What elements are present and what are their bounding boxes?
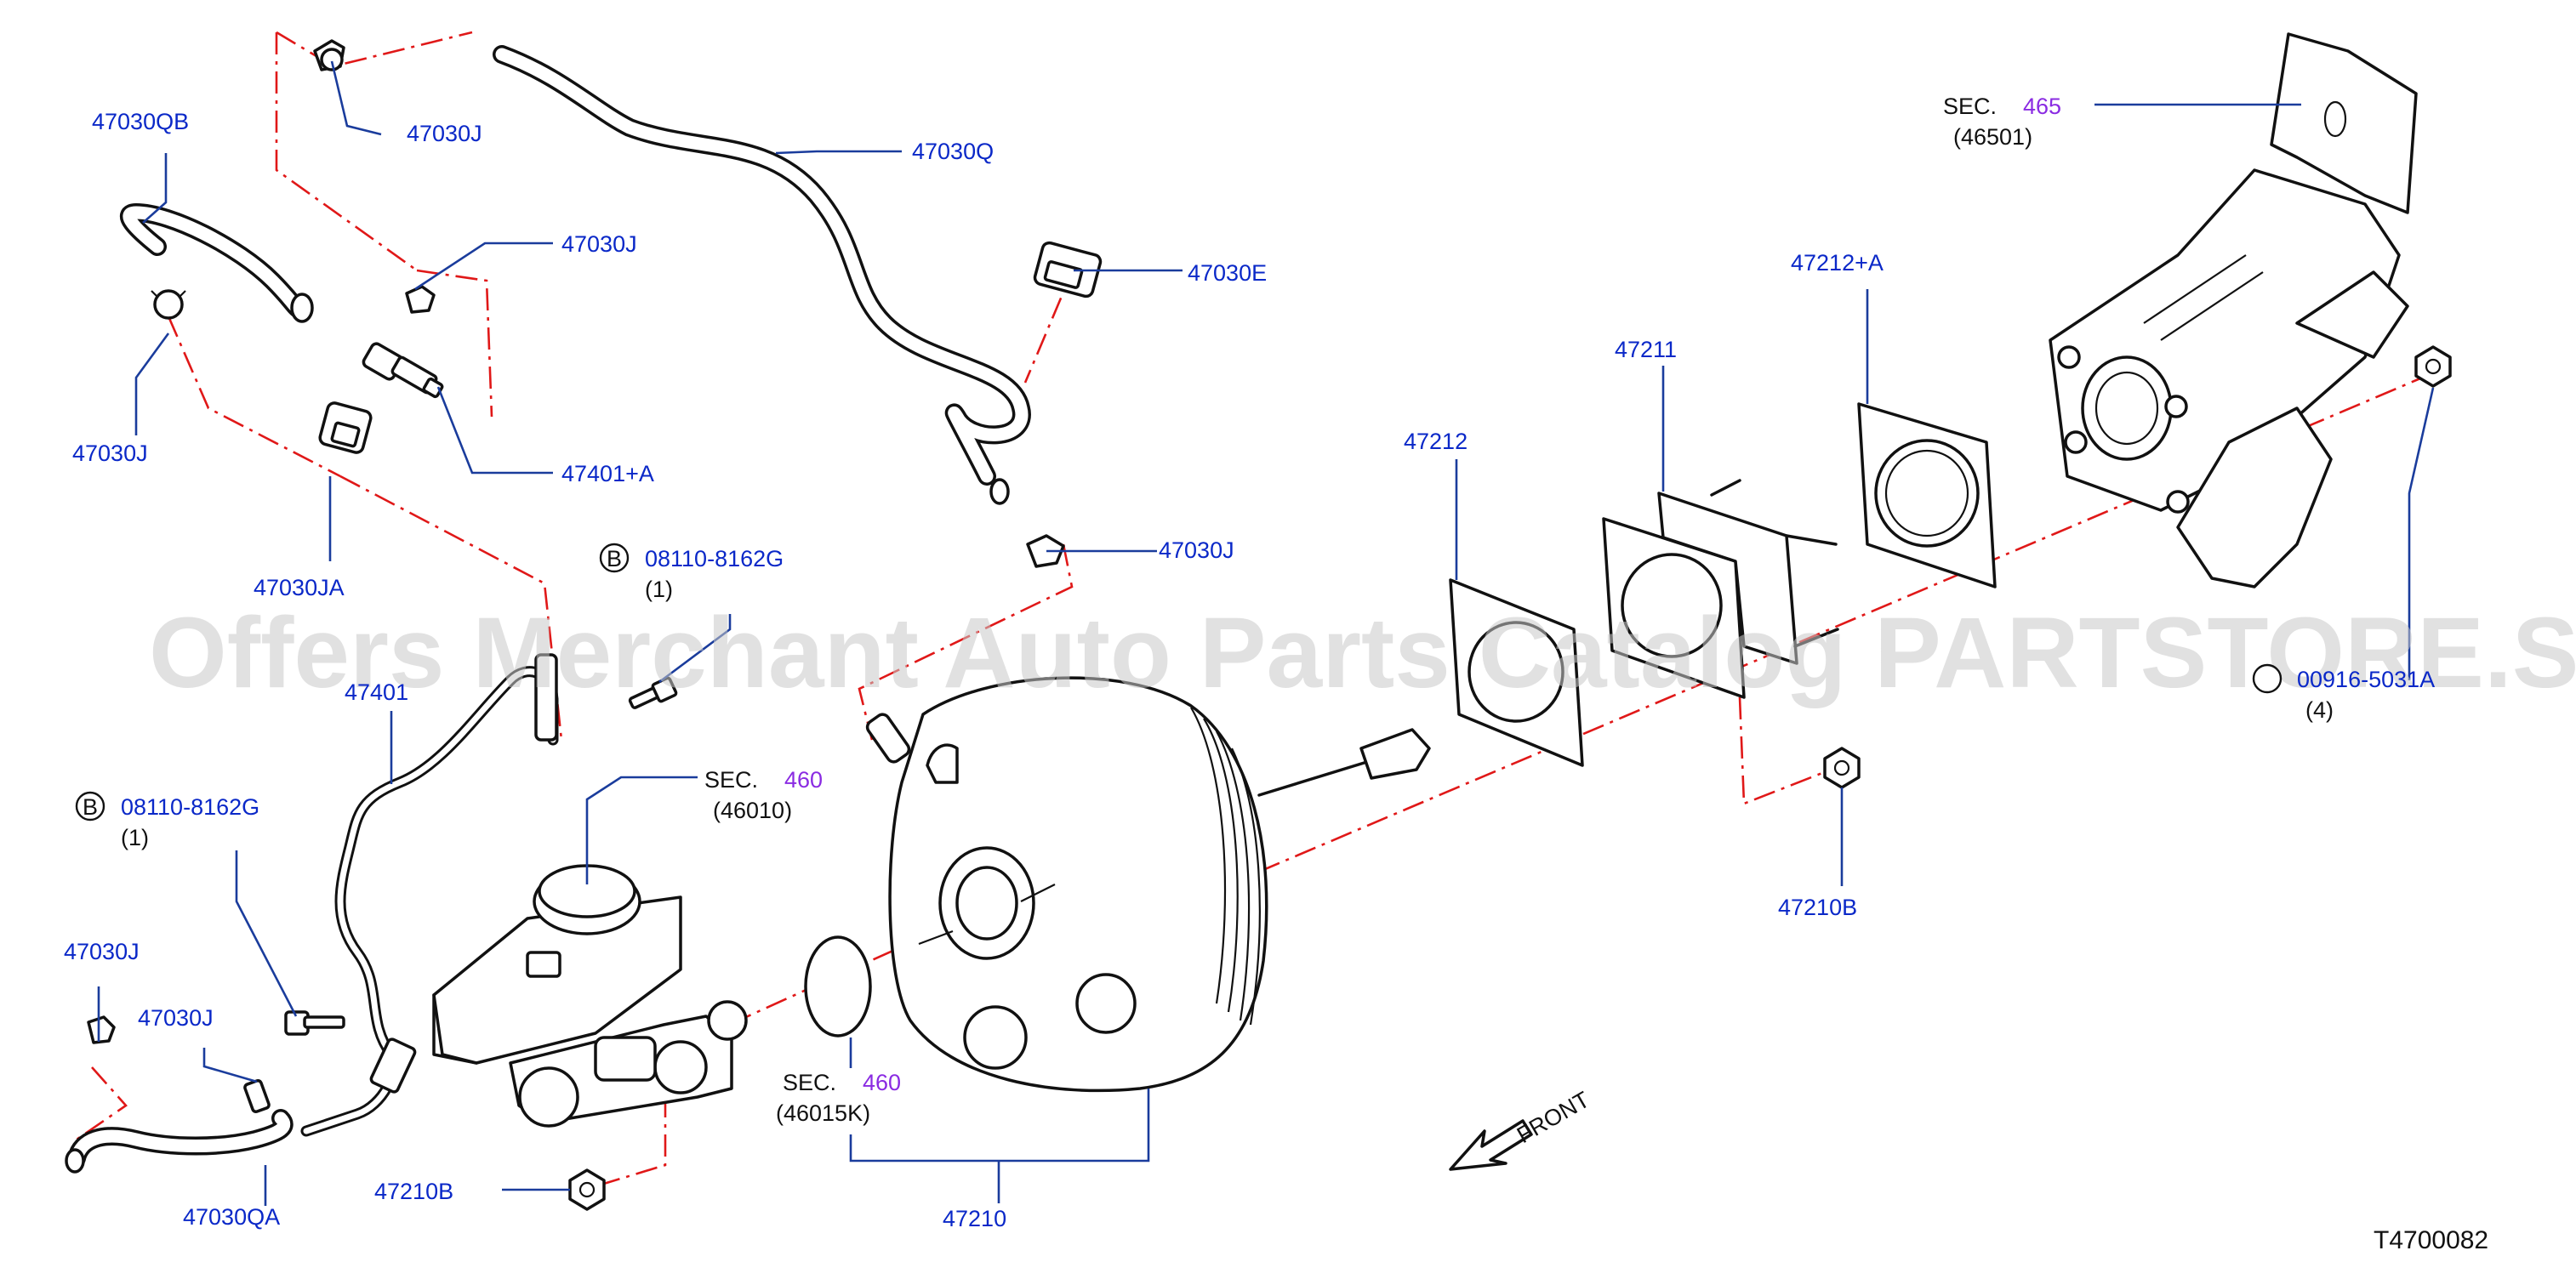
label-bolt-upper-qty: (1) [645,577,673,602]
sec-prefix: SEC. [783,1070,836,1095]
label-47210B-b[interactable]: 47210B [1778,895,1857,920]
bolt-symbol-icon: B [607,546,622,571]
nut-47210B-left[interactable] [568,1168,606,1211]
label-47030E[interactable]: 47030E [1188,260,1267,286]
label-47030QA[interactable]: 47030QA [183,1204,280,1230]
part-labels: 47030QB 47030J 47030Q 47030J 47030E 4703… [64,94,2488,1254]
bolt-symbol-icon: B [83,794,98,820]
label-47210[interactable]: 47210 [943,1206,1006,1231]
hose-47030QA[interactable] [65,1109,294,1174]
label-47030J-a[interactable]: 47030J [407,121,482,146]
clamp-47030J-right[interactable] [1026,534,1065,568]
nut-callout-0091x[interactable]: 00916-5031A (4) [2252,663,2435,723]
sec-sub-46015K: (46015K) [776,1100,870,1126]
label-bolt-upper-num: 08110-8162G [645,546,784,571]
gasket-47212A[interactable] [1857,402,1997,588]
label-47030J-d[interactable]: 47030J [72,441,148,466]
gasket-47212[interactable] [1449,578,1584,767]
label-47212A[interactable]: 47212+A [1791,250,1884,276]
sec-number-460b: 460 [863,1070,901,1095]
label-0091x-qty: (4) [2305,697,2334,723]
sec460-reservoir-callout[interactable]: SEC. 460 (46010) [704,767,823,823]
sec-prefix: SEC. [1943,94,1997,119]
label-47030J-c[interactable]: 47030J [1159,537,1234,563]
label-47030J-f[interactable]: 47030J [138,1005,214,1031]
hose-47030QB[interactable] [120,203,314,323]
check-valve-47401A[interactable] [362,342,444,399]
master-cylinder-sec460[interactable] [432,864,748,1128]
front-arrow-icon [1449,1119,1533,1171]
label-47210B-a[interactable]: 47210B [374,1179,453,1204]
bolt-08110-8162G-lower[interactable] [284,1010,345,1036]
plate-47211[interactable] [1602,479,1839,699]
label-bolt-lower-num: 08110-8162G [121,794,259,820]
nut-47210B-right[interactable] [1823,747,1861,789]
label-47211[interactable]: 47211 [1615,337,1677,362]
label-47030JA[interactable]: 47030JA [254,575,345,600]
o-ring-sec460-46015K[interactable] [804,935,872,1037]
sec-sub-46010: (46010) [713,798,792,823]
clamp-47030J-mid[interactable] [405,285,436,314]
leader-lines [97,60,2435,1206]
label-bolt-lower-qty: (1) [121,825,149,850]
sec-sub-46501: (46501) [1953,124,2032,150]
sec460-oring-callout[interactable]: SEC. 460 (46015K) [776,1070,901,1126]
label-47401[interactable]: 47401 [345,679,408,705]
watermark-text: Offers Merchant Auto Parts Catalog PARTS… [149,597,2576,709]
front-label: FRONT [1513,1087,1594,1148]
sec-number-465: 465 [2023,94,2061,119]
brake-booster-47210[interactable] [864,676,1431,1093]
clamp-47030J-top[interactable] [313,39,345,71]
pedal-bracket-sec465[interactable] [2049,32,2418,588]
clamp-47030J-lower-mid[interactable] [243,1078,271,1114]
label-47401A[interactable]: 47401+A [561,461,654,486]
label-47030Q[interactable]: 47030Q [912,139,994,164]
sec-prefix: SEC. [704,767,758,793]
connector-47030E[interactable] [1033,241,1103,298]
pipe-47401[interactable] [300,653,559,1137]
sec465-callout[interactable]: SEC. 465 (46501) [1943,94,2061,150]
sec-number-460a: 460 [784,767,823,793]
connector-47030JA[interactable] [318,401,373,454]
diagram-id: T4700082 [2374,1226,2488,1254]
label-47212[interactable]: 47212 [1404,429,1468,454]
clamp-47030J-lower-left[interactable] [87,1015,116,1044]
clamp-47030J-left[interactable] [151,289,186,320]
bolt-callout-lower[interactable]: B 08110-8162G (1) [75,791,259,850]
label-47030QB[interactable]: 47030QB [92,109,189,134]
bolt-callout-upper[interactable]: B 08110-8162G (1) [599,543,784,602]
nut-0091x-5031A[interactable] [2414,345,2452,388]
hose-47030Q[interactable] [493,45,1031,505]
label-0091x-5031A: 00916-5031A [2297,667,2435,692]
label-47030J-e[interactable]: 47030J [64,939,140,964]
label-47030J-b[interactable]: 47030J [561,231,637,257]
